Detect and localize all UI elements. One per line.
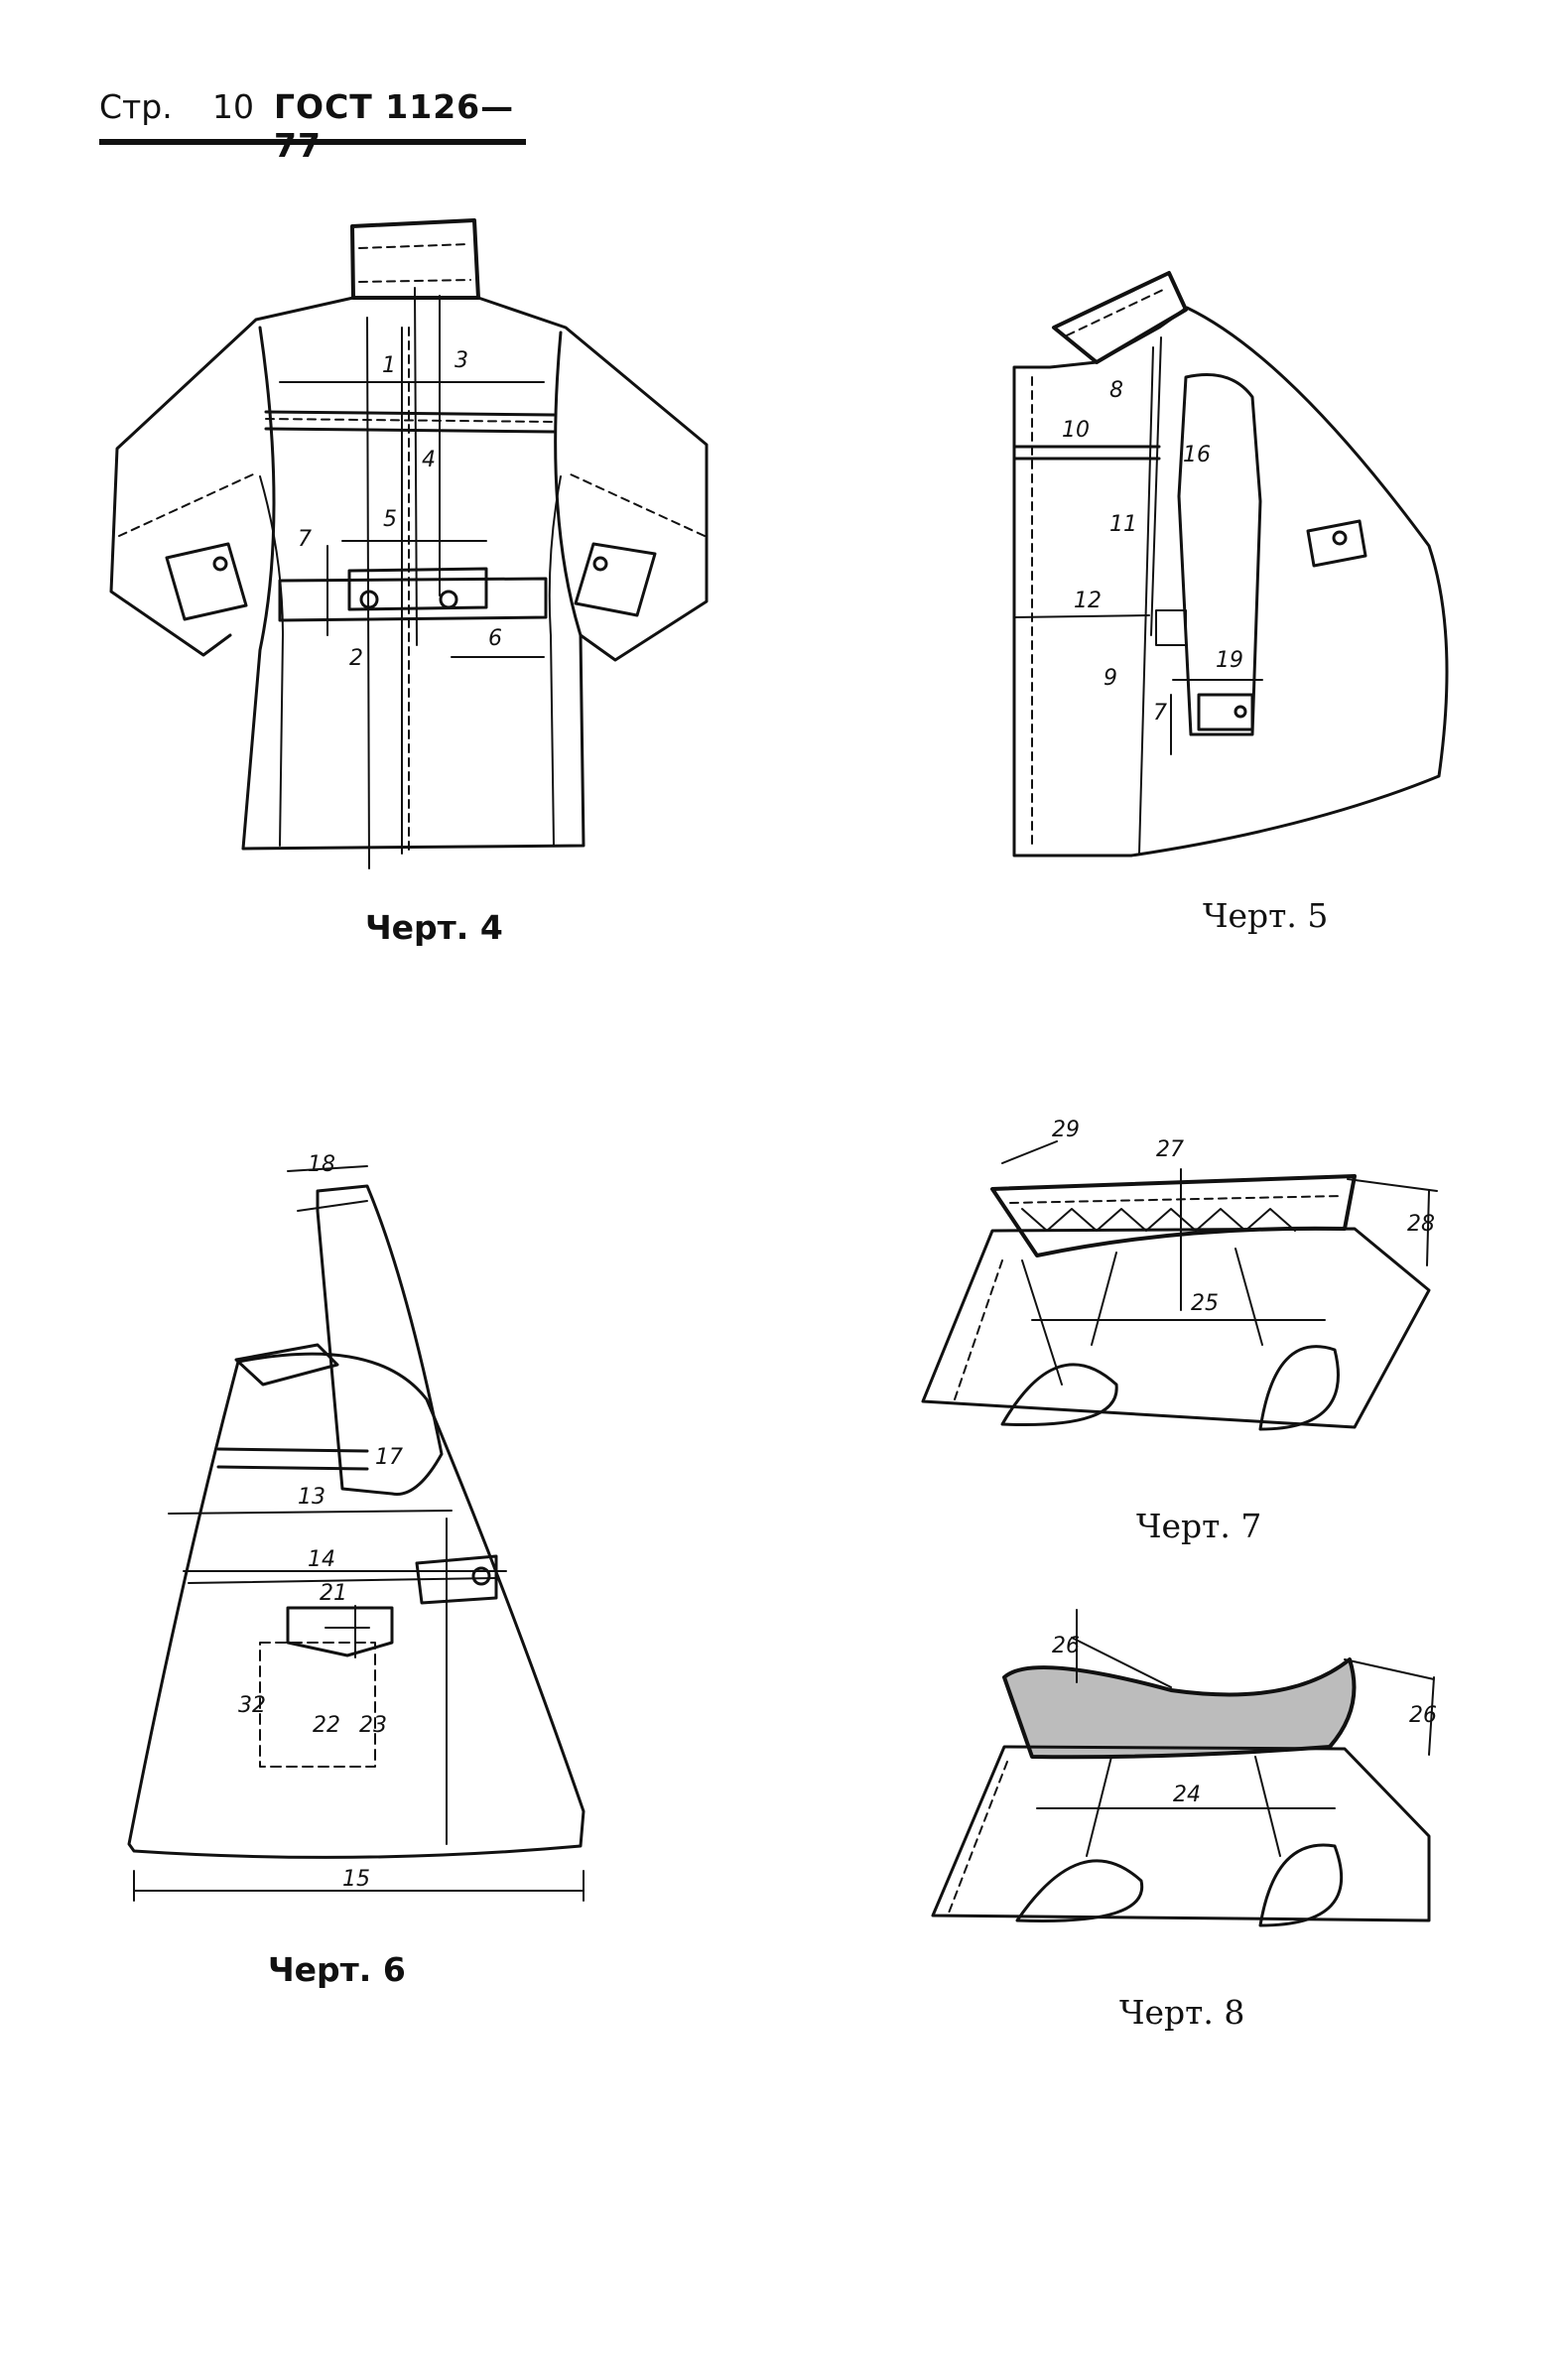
dim-label-6: 6 <box>488 626 502 651</box>
dim-label-13: 13 <box>298 1485 325 1510</box>
dim-label-12: 12 <box>1074 589 1102 613</box>
dim-label-15: 15 <box>342 1867 370 1892</box>
figure-5-caption: Черт. 5 <box>1203 896 1329 935</box>
dim-label-10: 10 <box>1062 418 1090 443</box>
dim-label-23: 23 <box>359 1713 387 1738</box>
dim-label-8: 8 <box>1109 378 1123 403</box>
dim-label-5: 5 <box>383 507 397 532</box>
figure-7-labels: 25 27 28 29 <box>1052 1118 1435 1316</box>
figure-4-drawing <box>109 218 709 869</box>
dim-label-26: 26 <box>1052 1634 1080 1658</box>
dim-label-1: 1 <box>382 353 396 378</box>
figure-6-labels: 13 14 15 17 18 21 22 23 32 <box>238 1152 403 1892</box>
dim-label-32: 32 <box>238 1693 266 1718</box>
dim-label-26: 26 <box>1409 1703 1437 1728</box>
figure-8-drawing <box>931 1609 1435 1927</box>
page-number: 10 <box>212 87 254 126</box>
standard-number: ГОСТ 1126—77 <box>274 87 515 165</box>
figure-6-caption: Черт. 6 <box>268 1950 406 1989</box>
dim-label-19: 19 <box>1216 648 1243 673</box>
dim-label-7: 7 <box>1153 701 1167 726</box>
dim-label-14: 14 <box>308 1547 335 1572</box>
header-rule <box>99 139 526 145</box>
dim-label-29: 29 <box>1052 1118 1080 1142</box>
dim-label-11: 11 <box>1109 512 1137 537</box>
figure-8-caption: Черт. 8 <box>1119 1993 1245 2032</box>
dim-label-7: 7 <box>298 527 312 552</box>
dim-label-24: 24 <box>1173 1783 1201 1807</box>
page-label: Стр. <box>99 87 173 126</box>
dim-label-3: 3 <box>455 348 468 373</box>
dim-label-18: 18 <box>308 1152 335 1177</box>
figure-5-drawing <box>1012 271 1449 858</box>
dim-label-27: 27 <box>1156 1137 1184 1162</box>
dim-label-28: 28 <box>1407 1212 1435 1237</box>
figure-7-caption: Черт. 7 <box>1136 1507 1262 1545</box>
page-header: Стр. 10 ГОСТ 1126—77 <box>99 87 526 165</box>
figure-4-caption: Черт. 4 <box>365 908 503 947</box>
dim-label-22: 22 <box>313 1713 340 1738</box>
figure-6-drawing <box>127 1165 585 1902</box>
figure-8-labels: 24 26 26 <box>1052 1634 1437 1807</box>
dim-label-4: 4 <box>422 448 436 472</box>
figure-7-drawing <box>921 1140 1438 1431</box>
dim-label-2: 2 <box>349 646 363 671</box>
dim-label-16: 16 <box>1183 443 1211 467</box>
dim-label-17: 17 <box>375 1445 403 1470</box>
figure-4-labels: 1 2 3 4 5 6 7 <box>298 348 502 671</box>
dim-label-9: 9 <box>1104 666 1117 691</box>
dim-label-25: 25 <box>1191 1291 1219 1316</box>
dim-label-21: 21 <box>320 1581 347 1606</box>
figure-5-labels: 7 8 9 10 11 12 16 19 <box>1062 378 1243 726</box>
